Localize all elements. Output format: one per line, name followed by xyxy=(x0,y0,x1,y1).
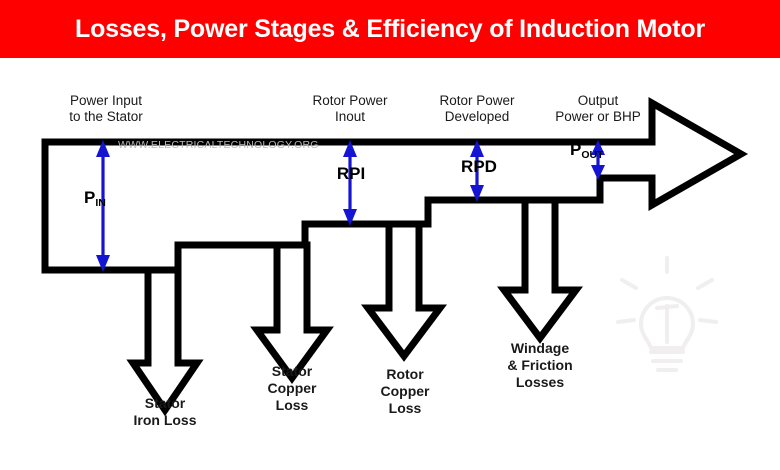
rpd-measure-arrow xyxy=(470,140,484,202)
p-out-label: POUT xyxy=(570,140,604,161)
p-in-subscript: IN xyxy=(95,197,106,209)
p-in-label: PIN xyxy=(84,188,106,209)
page-title: Losses, Power Stages & Efficiency of Ind… xyxy=(75,14,705,43)
stage-header-line: Power Input xyxy=(69,93,143,108)
p-in-measure-arrow xyxy=(96,140,110,272)
stage-header-line: to the Stator xyxy=(69,109,143,125)
stage-header-line: Output xyxy=(577,93,619,108)
rpi-measure-arrow xyxy=(343,140,357,226)
stator-iron-loss-arrow xyxy=(126,266,204,417)
p-in-symbol: P xyxy=(84,188,96,207)
rpd-label: RPD xyxy=(461,157,497,176)
p-out-measure-arrow xyxy=(591,140,605,180)
loss-label-line: Losses xyxy=(515,374,565,391)
loss-label-stator-copper-loss: Stator Copper Loss xyxy=(237,363,347,414)
stage-header-line: Developed xyxy=(444,109,510,125)
title-banner: Losses, Power Stages & Efficiency of Ind… xyxy=(0,0,780,58)
rotor-copper-loss-arrow xyxy=(361,220,447,362)
site-watermark: WWW.ELECTRICALTECHNOLOGY.ORG xyxy=(118,139,319,151)
stage-header-line: Rotor Power xyxy=(312,93,388,108)
p-out-subscript: OUT xyxy=(581,149,604,161)
loss-label-windage-friction-losses: Windage & Friction Losses xyxy=(480,340,600,391)
rpi-label: RPI xyxy=(336,164,366,183)
loss-label-line: & Friction xyxy=(507,357,573,374)
stage-header-line: Power or BHP xyxy=(555,109,641,125)
windage-friction-losses-arrow xyxy=(497,196,583,344)
stator-copper-loss-arrow xyxy=(250,241,334,384)
loss-label-line: Rotor xyxy=(386,366,424,382)
stage-header-line: Rotor Power xyxy=(439,93,515,108)
stage-header-power-input: Power Input to the Stator xyxy=(46,93,166,126)
stage-header-line: Inout xyxy=(334,109,366,125)
stage-header-rotor-power-input: Rotor Power Inout xyxy=(290,93,410,126)
loss-label-rotor-copper-loss: Rotor Copper Loss xyxy=(350,366,460,417)
loss-label-line: Copper xyxy=(380,383,430,400)
loss-label-line: Stator xyxy=(144,395,186,411)
loss-label-line: Stator xyxy=(271,363,313,379)
loss-label-line: Loss xyxy=(275,397,309,414)
loss-label-line: Iron Loss xyxy=(133,412,197,429)
stage-header-rotor-power-developed: Rotor Power Developed xyxy=(417,93,537,126)
loss-label-stator-iron-loss: Stator Iron Loss xyxy=(105,395,225,429)
loss-label-line: Copper xyxy=(267,380,317,397)
lightbulb-icon xyxy=(616,256,718,372)
stage-header-output-power: Output Power or BHP xyxy=(538,93,658,126)
power-flow-outline xyxy=(41,96,749,274)
p-out-symbol: P xyxy=(570,140,582,159)
loss-label-line: Windage xyxy=(510,340,570,356)
loss-label-line: Loss xyxy=(388,400,422,417)
